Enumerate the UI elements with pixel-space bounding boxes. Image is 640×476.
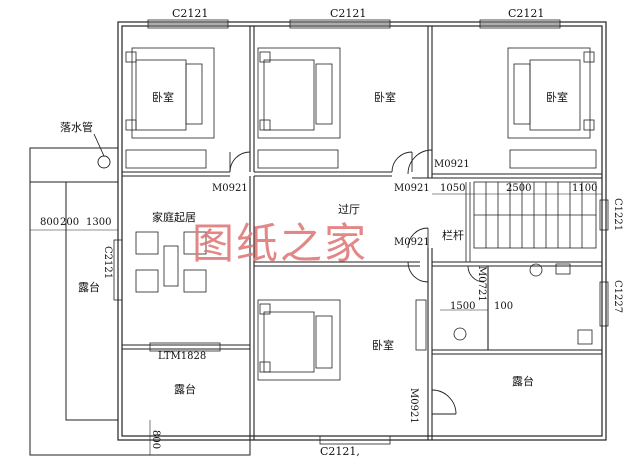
window-label: C2121 [172,7,209,20]
window-label: C2121 [330,7,367,20]
door-label: M0921 [434,159,470,170]
window-label: C1227 [612,280,623,314]
dimension-lines [30,193,602,455]
dimension-label: 1100 [572,183,598,194]
dimension-label: 1050 [440,183,466,194]
room-label: 家庭起居 [152,211,196,224]
dimension-label: 800 [150,430,161,450]
room-label: 过厅 [338,203,360,216]
window-label: C2121, [320,445,360,458]
dimension-label: 100 [494,301,514,312]
stairs [465,181,597,262]
terrace-outline [29,147,251,456]
room-label: 卧室 [546,91,568,104]
dimension-label: 1500 [450,301,476,312]
room-label: 露台 [78,281,100,294]
dimension-label: 200 [60,217,80,228]
door-label: M0921 [394,237,430,248]
window-marks [113,19,609,445]
door-label: M0921 [408,388,419,424]
door-label: M0721 [476,266,487,302]
door-label: M0921 [212,183,248,194]
window-label: C1221 [612,198,623,232]
room-label: 卧室 [372,339,394,352]
door-label: LTM1828 [158,351,207,362]
downpipe [93,133,111,169]
door-swings [229,149,485,415]
room-label: 露台 [174,383,196,396]
room-label: 卧室 [374,91,396,104]
dimension-label: 1300 [86,217,112,228]
room-label: 露台 [512,375,534,388]
window-label: C2121 [102,246,113,280]
sofa-set [135,231,207,293]
window-label: C2121 [508,7,545,20]
dimension-label: 800 [40,217,60,228]
bath-fixtures [415,263,593,351]
dimension-label: 2500 [506,183,532,194]
watermark: 图纸之家 [192,219,369,268]
wardrobes [125,149,597,169]
interior-walls [122,26,602,440]
room-label: 卧室 [152,91,174,104]
bed-furniture [125,47,595,381]
downpipe-label: 落水管 [60,121,93,134]
door-label: M0921 [394,183,430,194]
room-label: 栏杆 [442,229,464,242]
